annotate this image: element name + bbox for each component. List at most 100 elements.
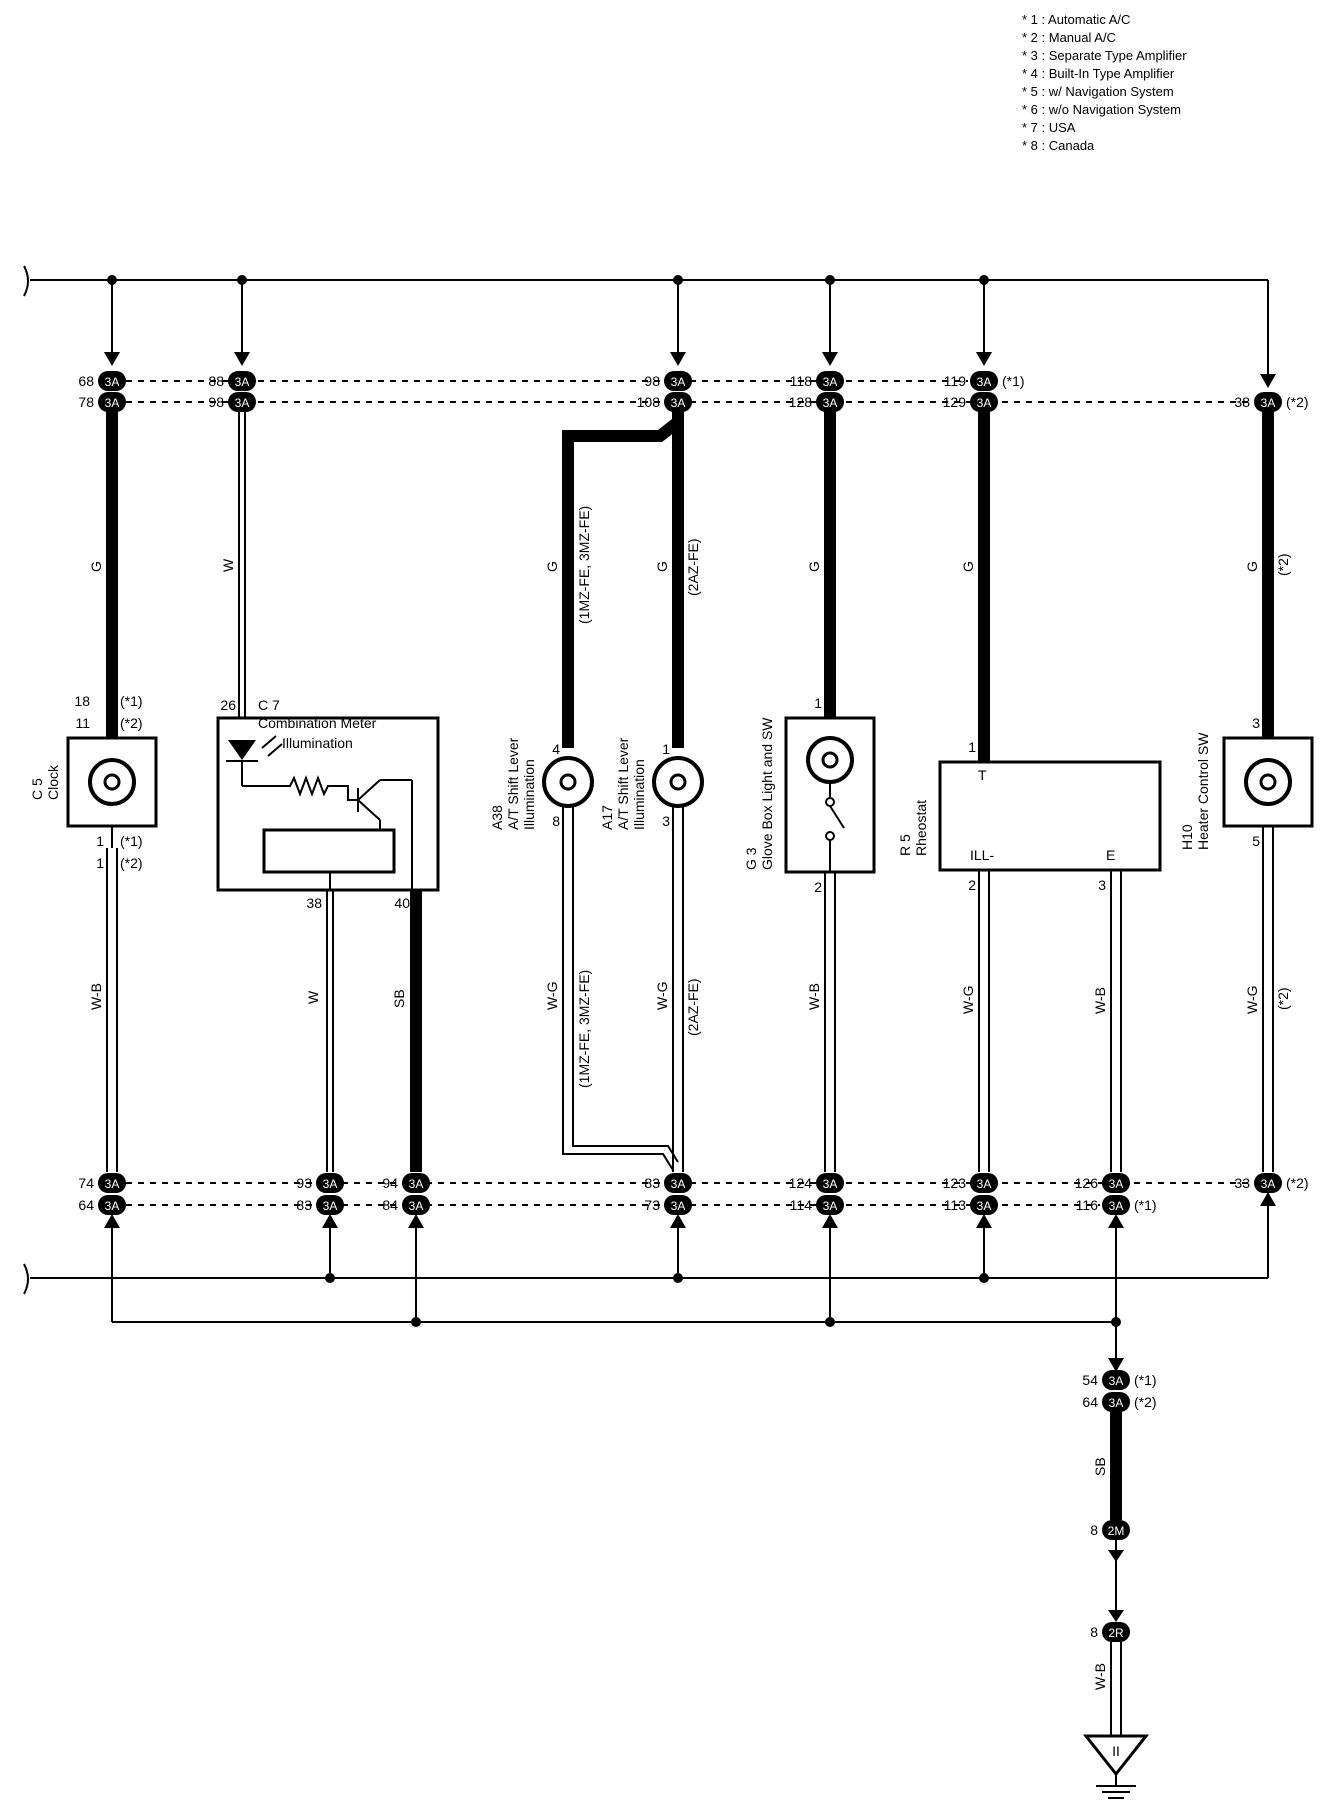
pin-number: 88 [208,373,224,389]
arrow-up-icon [822,1214,838,1228]
arrow-down-icon [1108,1550,1124,1562]
wire-segment [673,1273,683,1283]
bulb-icon [88,758,136,806]
pin-number: 113 [944,1197,967,1213]
g3-name: Glove Box Light and SW [759,717,775,870]
c5-note: (*1) [120,693,143,709]
pin-note: (*1) [1134,1197,1157,1213]
g3-pin: 1 [814,695,822,711]
r5-id: R 5 [897,834,913,856]
r5-pin: 3 [1098,877,1106,893]
wire-segment [316,1195,344,1215]
note-5: * 5 : w/ Navigation System [1022,84,1174,99]
h10-pin: 3 [1252,715,1260,731]
arrow-down-icon [1108,1610,1124,1622]
connector-label: 3A [1109,1396,1124,1410]
pin-number: 38 [1234,394,1250,410]
h10-id: H10 [1179,824,1195,850]
connector-label: 3A [823,375,838,389]
a38-name: Illumination [521,759,537,830]
c5-name: Clock [45,764,61,800]
wire-color-label: W [220,558,236,572]
wire-color-label: G [1244,561,1260,572]
wire-segment [562,806,674,1171]
pin-number: 129 [943,394,967,410]
engine-note: (1MZ-FE, 3MZ-FE) [576,506,592,624]
wire-segment [1111,1317,1121,1327]
wire-segment [1102,1520,1130,1540]
arrow-down-icon [670,352,686,366]
bottom-bus: 3A 3A 54 (*1) 64 (*2) SB 2M 8 2R 8 W-B I… [23,1192,1276,1799]
pin-number: 54 [1082,1372,1098,1388]
wire-segment [402,1195,430,1215]
pin-number: 123 [943,1175,967,1191]
pin-number: 108 [637,394,661,410]
connector-label: 3A [823,396,838,410]
bottom-connectors: 3A 3A 3A 3A 3A 3A 3A 3A 3A 3A 3A 3A 3A 3… [78,1173,1309,1215]
pin-number: 114 [790,1197,813,1213]
wire-segment [98,392,126,412]
connector-label: 3A [105,375,120,389]
wire-segment [228,392,256,412]
pin-number: 83 [644,1175,660,1191]
connector-label: 3A [1109,1199,1124,1213]
wire-segment [357,799,381,821]
wire-segment [316,1173,344,1193]
wire-segment [664,1195,692,1215]
arrow-down-icon [1260,374,1276,388]
a17-pin: 3 [662,813,670,829]
c5-pin: 1 [96,855,104,871]
pin-number: 84 [382,1197,398,1213]
a17-id: A17 [599,805,615,830]
wire-segment [1102,1195,1130,1215]
column-r5: 1 T ILL- E 2 3 R 5 Rheostat G W-G W-B [897,410,1162,1172]
c7-pin: 26 [220,697,236,713]
pin-number: 98 [644,373,660,389]
a17-pin: 1 [662,741,670,757]
connector-label: 3A [1109,1374,1124,1388]
wire-segment [825,797,835,807]
a38-pin: 4 [552,741,560,757]
note-2: * 2 : Manual A/C [1022,30,1116,45]
g3-pin: 2 [814,879,822,895]
column-h10: 3 5 H10 Heater Control SW G (*2) W-G (*2… [1179,410,1314,1172]
pin-number: 64 [1082,1394,1098,1410]
wire-color-label: W-G [960,985,976,1014]
c5-note: (*1) [120,833,143,849]
ground-roman: II [1112,1743,1120,1759]
note-1: * 1 : Automatic A/C [1022,12,1130,27]
wire-color-label: G [960,561,976,572]
break-mark-bottom [23,1263,29,1295]
pin-number: 64 [78,1197,94,1213]
wire-segment [1102,1622,1130,1642]
connector-label: 3A [235,396,250,410]
arrow-down-icon [234,352,250,366]
connector-label: 3A [409,1177,424,1191]
connector-label: 2M [1108,1524,1125,1538]
pin-note: (*2) [1134,1394,1157,1410]
wire-color-label: G [88,561,104,572]
wire-segment [1102,1173,1130,1193]
wire-segment [816,1195,844,1215]
wire-segment [970,371,998,391]
wire-color-label: SB [391,989,407,1008]
led-icon [228,740,256,760]
c5-pin: 1 [96,833,104,849]
wire-segment [103,773,121,791]
wire-color-label: W-G [654,981,670,1010]
pin-note: (*1) [1002,373,1025,389]
pin-number: 119 [944,373,967,389]
wire-segment [559,773,577,791]
connector-label: 3A [105,1199,120,1213]
bulb-icon [1244,758,1292,806]
column-c7: C 7 Combination Meter 26 Illumination 38… [216,410,440,1172]
wire-segment [664,392,692,412]
pin-number: 68 [78,373,94,389]
a17-name: Illumination [631,759,647,830]
wire-segment [357,779,381,801]
arrow-up-icon [408,1214,424,1228]
c5-pin: 11 [75,715,90,731]
wire-segment [825,831,835,841]
wire-color-label: W-G [544,981,560,1010]
connector-label: 3A [323,1177,338,1191]
